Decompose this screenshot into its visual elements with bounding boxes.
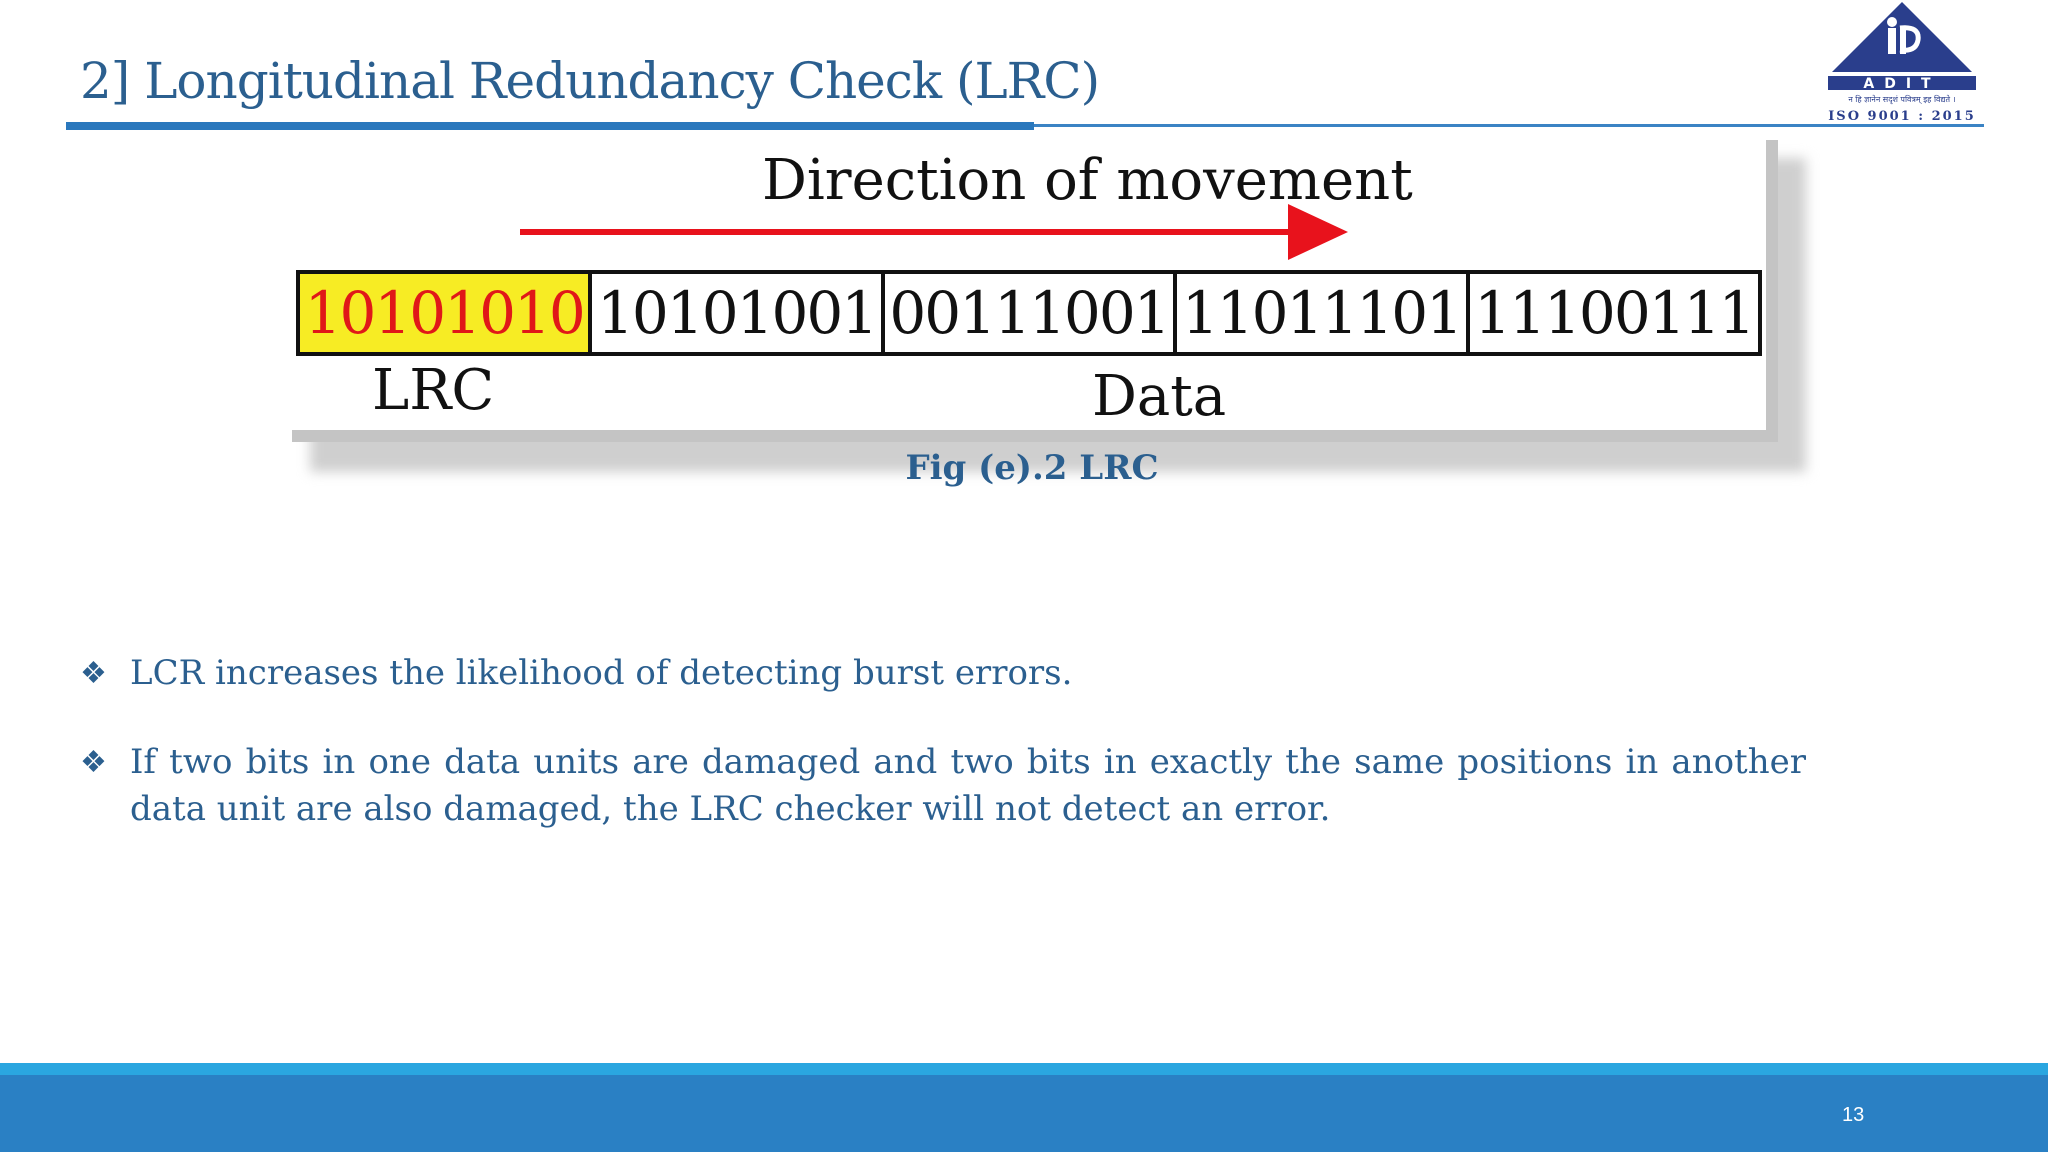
data-cell: 10101001 (592, 274, 885, 352)
figure-panel: Direction of movement 10101010 10101001 … (292, 140, 1778, 442)
diamond-quad-icon: ❖ (80, 656, 107, 691)
bullet-list: ❖ LCR increases the likelihood of detect… (80, 650, 1806, 875)
logo-triangle-icon: ADIT (1828, 2, 1976, 92)
slide-title: 2] Longitudinal Redundancy Check (LRC) (80, 52, 1100, 110)
bullet-text: If two bits in one data units are damage… (130, 742, 1806, 829)
page-number: 13 (1842, 1104, 1865, 1126)
lrc-figure: Direction of movement 10101010 10101001 … (292, 140, 1806, 472)
diamond-quad-icon: ❖ (80, 745, 107, 780)
data-units-row: 10101010 10101001 00111001 11011101 1110… (296, 270, 1762, 356)
direction-arrow-icon (520, 204, 1348, 260)
footer-stripe (0, 1063, 2048, 1075)
logo-motto: न हि ज्ञानेन सदृशं पवित्रम् इह विद्यते । (1848, 95, 1956, 104)
lrc-label: LRC (372, 358, 495, 423)
logo-iso-certification: ISO 9001 : 2015 (1828, 109, 1976, 124)
data-cell: 11100111 (1474, 279, 1755, 347)
bullet-item: ❖ If two bits in one data units are dama… (80, 739, 1806, 833)
footer-bar (0, 1075, 2048, 1152)
logo-wordmark: ADIT (1863, 76, 1940, 92)
figure-heading: Direction of movement (762, 148, 1413, 213)
adit-logo: ADIT न हि ज्ञानेन सदृशं पवित्रम् इह विद्… (1818, 0, 1986, 128)
data-cell: 00111001 (885, 274, 1178, 352)
lrc-cell: 10101010 (300, 274, 593, 352)
title-underline (66, 122, 1034, 130)
figure-caption: Fig (e).2 LRC (905, 448, 1159, 488)
data-label: Data (1092, 364, 1227, 429)
bullet-text: LCR increases the likelihood of detectin… (130, 653, 1073, 693)
data-cell: 11011101 (1177, 274, 1470, 352)
bullet-item: ❖ LCR increases the likelihood of detect… (80, 650, 1806, 697)
